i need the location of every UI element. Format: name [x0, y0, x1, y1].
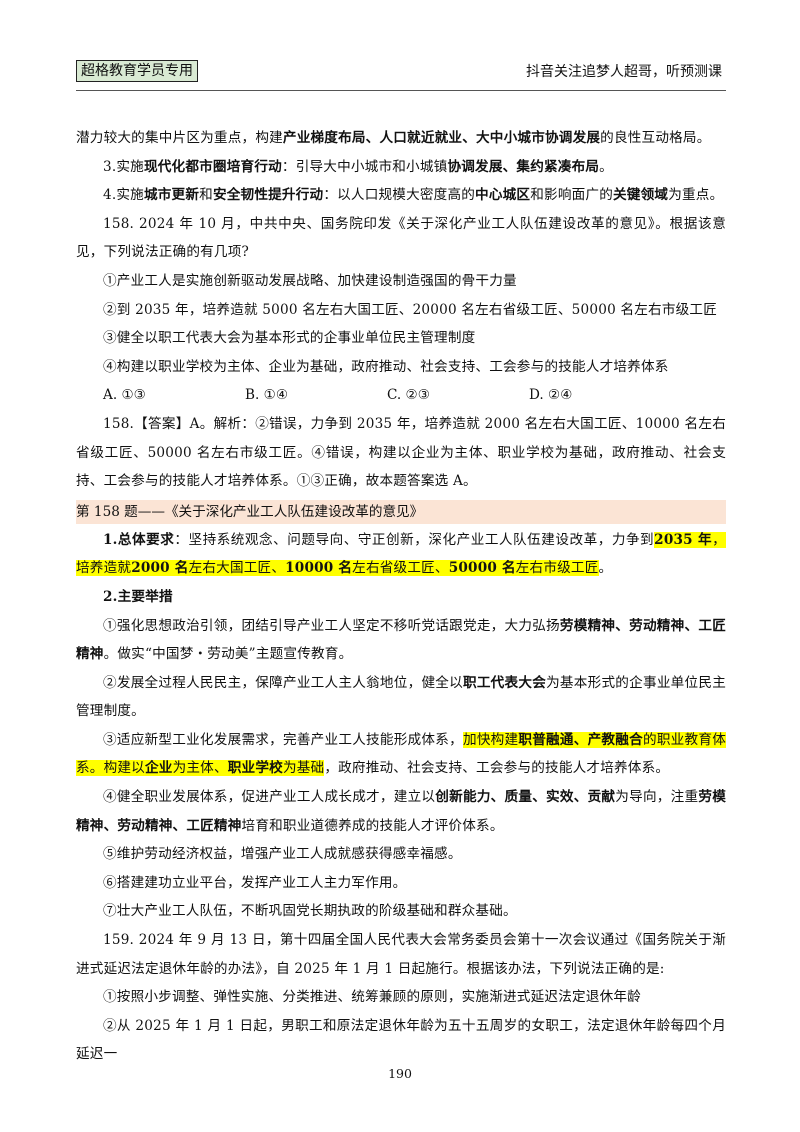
measure-4: ④健全职业发展体系，促进产业工人成长成才，建立以创新能力、质量、实效、贡献为导向…: [76, 783, 726, 840]
text-run: 和: [199, 187, 213, 204]
text-run: 4.实施: [103, 187, 144, 204]
intro-line-3: 4.实施城市更新和安全韧性提升行动：以人口规模大密度高的中心城区和影响面广的关键…: [76, 181, 726, 210]
text-run: 2035 年: [654, 531, 713, 548]
text-run: ：坚持系统观念、问题导向、守正创新，深化产业工人队伍建设改革，力争到: [174, 531, 655, 548]
q158-item-3: ③健全以职工代表大会为基本形式的企事业单位民主管理制度: [103, 330, 476, 347]
text-run: ③适应新型工业化发展需求，完善产业工人技能形成体系，: [103, 731, 463, 748]
text-run: 培育和职业道德养成的技能人才评价体系。: [241, 817, 504, 834]
text-run: 的良性互动格局。: [600, 130, 711, 146]
intro-line-1: 潜力较大的集中片区为重点，构建产业梯度布局、人口就近就业、大中小城市协调发展的良…: [76, 124, 726, 153]
q158-stem: 158. 2024 年 10 月，中共中央、国务院印发《关于深化产业工人队伍建设…: [76, 215, 726, 261]
text-run: 和影响面广的: [530, 187, 613, 204]
text-run: 加快构建: [462, 731, 519, 748]
q159-item-2: ②从 2025 年 1 月 1 日起，男职工和原法定退休年龄为五十五周岁的女职工…: [76, 1017, 726, 1063]
q158-options: A. ①③ B. ①④ C. ②③ D. ②④: [76, 381, 726, 410]
text-run: ②发展全过程人民民主，保障产业工人主人翁地位，健全以: [103, 674, 463, 691]
text-run: 协调发展、集约紧凑布局: [447, 158, 600, 175]
text-run: 现代化都市圈培育行动: [143, 158, 282, 175]
text-run: 为基础: [282, 760, 325, 777]
text-run: 。做实“中国梦・劳动美”主题宣传教育。: [103, 646, 353, 663]
text-run: 3.实施: [103, 158, 144, 175]
text-run: 城市更新: [143, 187, 200, 204]
text-run: 左右市级工匠: [515, 560, 599, 577]
measure-2: ②发展全过程人民民主，保障产业工人主人翁地位，健全以职工代表大会为基本形式的企事…: [76, 669, 726, 726]
text-run: 职业学校: [227, 760, 283, 777]
measure-7: ⑦壮大产业工人队伍，不断巩固党长期执政的阶级基础和群众基础。: [103, 903, 517, 920]
text-run: 左右大国工匠、: [188, 560, 286, 577]
measure-6: ⑥搭建建功立业平台，发挥产业工人主力军作用。: [103, 874, 407, 891]
q158-answer: 158.【答案】A。解析：②错误，力争到 2035 年，培养造就 2000 名左…: [76, 415, 726, 490]
text-run: 中心城区: [475, 187, 531, 204]
text-run: 50000 名: [448, 560, 516, 577]
text-run: 为重点。: [668, 187, 724, 204]
text-run: 安全韧性提升行动: [212, 187, 324, 204]
text-run: 为主体、: [172, 760, 228, 777]
text-run: ①强化思想政治引领，团结引导产业工人坚定不移听党话跟党走，大力弘扬: [103, 617, 560, 634]
text-run: 2000 名: [131, 560, 189, 577]
text-run: 创新能力、质量、实效、贡献: [435, 789, 616, 806]
measure-5: ⑤维护劳动经济权益，增强产业工人成就感获得感幸福感。: [103, 846, 462, 863]
text-run: 企业: [144, 760, 173, 777]
q158-item-1: ①产业工人是实施创新驱动发展战略、加快建设制造强国的骨干力量: [103, 272, 517, 289]
text-run: 劳模精神、劳动精神、工匠精神: [76, 617, 726, 663]
text-run: ，政府推动、社会支持、工会参与的技能人才培养体系。: [324, 760, 670, 777]
header-badge: 超格教育学员专用: [76, 60, 198, 82]
text-run: 劳模精神、劳动精神、工匠精神: [76, 789, 726, 834]
q158-option-c: C. ②③: [387, 387, 430, 404]
text-run: 为基本形式的企事业单位民主管理制度。: [76, 674, 726, 720]
header-promo-text: 抖音关注追梦人超哥，听预测课: [526, 64, 722, 80]
text-run: ：以人口规模大密度高的: [323, 187, 476, 204]
text-run: 产业梯度布局、人口就近就业、大中小城市协调发展: [282, 130, 601, 146]
text-run: 职工代表大会: [462, 674, 547, 691]
topic-measures-title: 2.主要举措: [103, 588, 173, 605]
text-run: 潜力较大的集中片区为重点，构建: [76, 130, 283, 146]
text-run: 为导向，注重: [615, 789, 699, 806]
text-run: 左右省级工匠、: [352, 560, 449, 577]
text-run: 。: [598, 560, 613, 577]
q159-stem: 159. 2024 年 9 月 13 日，第十四届全国人民代表大会常务委员会第十…: [76, 932, 726, 977]
q158-item-4: ④构建以职业学校为主体、企业为基础，政府推动、社会支持、工会参与的技能人才培养体…: [103, 358, 669, 375]
text-run: ：引导大中小城市和小城镇: [281, 158, 448, 175]
text-run: 关键领域: [613, 187, 669, 204]
topic-general-requirements: 1.总体要求：坚持系统观念、问题导向、守正创新，深化产业工人队伍建设改革，力争到…: [76, 526, 726, 583]
header-divider: [76, 90, 726, 91]
text-run: 10000 名: [285, 560, 353, 577]
q158-item-2: ②到 2035 年，培养造就 5000 名左右大国工匠、20000 名左右省级工…: [103, 301, 718, 318]
page-number: 190: [388, 1066, 412, 1081]
topic-title-bar: 第 158 题——《关于深化产业工人队伍建设改革的意见》: [76, 499, 726, 524]
measure-3: ③适应新型工业化发展需求，完善产业工人技能形成体系，加快构建职普融通、产教融合的…: [76, 726, 726, 783]
text-run: ④健全职业发展体系，促进产业工人成长成才，建立以: [103, 789, 436, 806]
intro-line-2: 3.实施现代化都市圈培育行动：引导大中小城市和小城镇协调发展、集约紧凑布局。: [76, 153, 726, 182]
text-run: 职普融通、产教融合: [518, 731, 643, 748]
q158-option-a: A. ①③: [103, 387, 146, 404]
q158-option-b: B. ①④: [245, 387, 289, 404]
page-content: 潜力较大的集中片区为重点，构建产业梯度布局、人口就近就业、大中小城市协调发展的良…: [76, 124, 726, 1069]
q158-option-d: D. ②④: [529, 387, 573, 404]
text-run: 1.总体要求: [103, 531, 175, 548]
q159-item-1: ①按照小步调整、弹性实施、分类推进、统筹兼顾的原则，实施渐进式延迟法定退休年龄: [103, 989, 641, 1006]
measure-1: ①强化思想政治引领，团结引导产业工人坚定不移听党话跟党走，大力弘扬劳模精神、劳动…: [76, 612, 726, 669]
text-run: 。: [599, 158, 613, 175]
